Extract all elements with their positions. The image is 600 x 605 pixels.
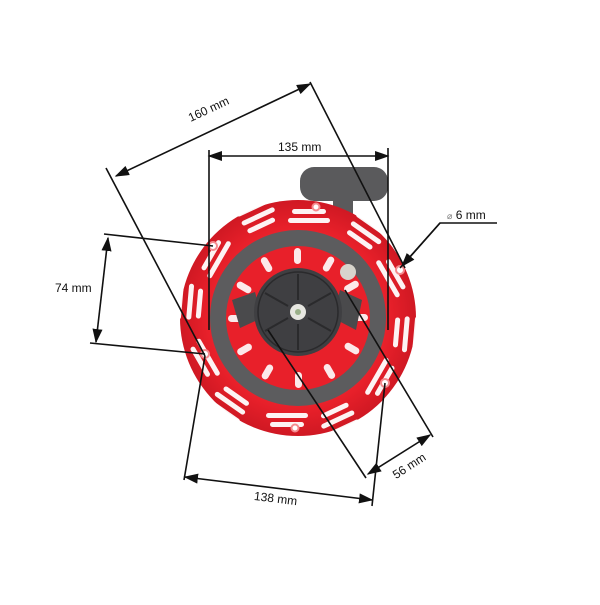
dimension-lines: [89, 81, 497, 507]
dim-label-135: 135 mm: [278, 140, 322, 154]
dim-label-74: 74 mm: [55, 281, 92, 295]
diameter-symbol-icon: ⌀: [447, 211, 453, 221]
hole-diameter-value: 6 mm: [455, 208, 486, 222]
dim-label-hole-diameter: ⌀ 6 mm: [447, 208, 486, 222]
center-hub: [254, 268, 342, 356]
